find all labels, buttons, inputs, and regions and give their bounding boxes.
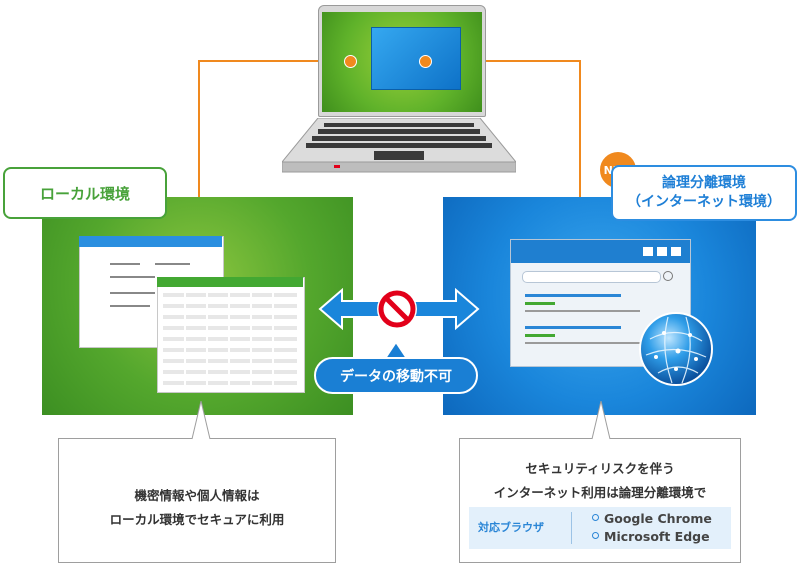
local-environment-label-box: ローカル環境: [3, 167, 167, 219]
document-line: [110, 305, 150, 307]
browser-content-line: [525, 310, 640, 312]
browser-content-line: [525, 294, 621, 297]
document-line: [155, 263, 190, 265]
supported-browsers-box: [469, 507, 731, 549]
connector-line-local-horizontal: [198, 60, 350, 62]
browser-search-icon: [663, 271, 673, 281]
laptop-screen-window: [371, 27, 461, 90]
callout-pointer: [384, 342, 408, 360]
document-line: [110, 276, 155, 278]
connector-line-internet-horizontal: [424, 60, 581, 62]
local-note-line: 機密情報や個人情報は: [134, 488, 260, 503]
browser-content-line: [525, 326, 621, 329]
browser-item-label: Microsoft Edge: [604, 529, 710, 544]
local-note-pointer: [191, 401, 211, 440]
connector-line-local-vertical: [198, 60, 200, 197]
browser-content-line: [525, 302, 555, 305]
supported-browsers-label: 対応ブラウザ: [478, 521, 544, 534]
browser-content-line: [525, 342, 640, 344]
bullet-ring-icon: [592, 532, 599, 539]
laptop-keyboard-base: [282, 118, 516, 173]
internet-environment-label-box: 論理分離環境 （インターネット環境）: [611, 165, 797, 221]
internet-note-pointer: [591, 401, 611, 440]
browser-item-label: Google Chrome: [604, 511, 712, 526]
internet-note-line: セキュリティリスクを伴う: [525, 461, 675, 476]
globe-icon: [639, 312, 713, 386]
supported-browsers-divider: [571, 512, 572, 544]
connector-line-internet-vertical: [579, 60, 581, 197]
internet-environment-label: 論理分離環境: [662, 175, 746, 191]
browser-item-chrome: Google Chrome: [592, 511, 712, 526]
browser-item-edge: Microsoft Edge: [592, 529, 710, 544]
spreadsheet-title-bar: [157, 277, 303, 287]
local-environment-note: 機密情報や個人情報は ローカル環境でセキュアに利用: [58, 438, 336, 563]
bullet-ring-icon: [592, 514, 599, 521]
spreadsheet-grid: [163, 293, 297, 385]
browser-window-button: [643, 247, 653, 256]
browser-window-button: [671, 247, 681, 256]
browser-content-line: [525, 334, 555, 337]
document-line: [110, 292, 155, 294]
data-transfer-prohibited-callout: データの移動不可: [314, 357, 478, 394]
connector-dot-local: [344, 55, 357, 68]
internet-note-line: インターネット利用は論理分離環境で: [493, 485, 707, 500]
browser-window-button: [657, 247, 667, 256]
local-environment-label: ローカル環境: [39, 184, 130, 203]
prohibited-icon: [377, 289, 417, 329]
document-line: [110, 263, 140, 265]
browser-title-bar: [511, 240, 690, 263]
internet-environment-sublabel: （インターネット環境）: [627, 194, 781, 210]
document-title-bar: [79, 236, 222, 247]
connector-dot-internet: [419, 55, 432, 68]
browser-address-bar: [522, 271, 661, 283]
local-note-line: ローカル環境でセキュアに利用: [109, 512, 285, 527]
